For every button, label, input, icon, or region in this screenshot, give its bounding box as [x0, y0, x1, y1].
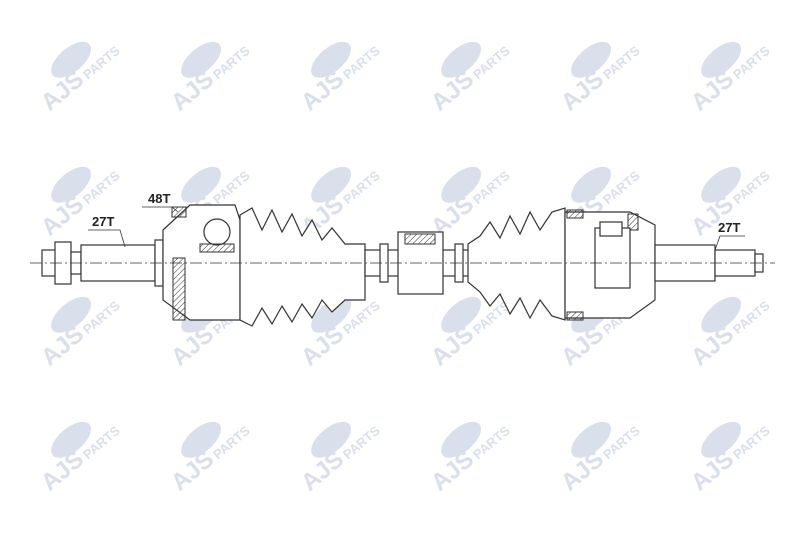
inner-boot [467, 207, 566, 321]
svg-text:AJS: AJS [36, 321, 89, 372]
callout-right-spline: 27T [714, 220, 745, 251]
svg-text:AJS: AJS [166, 446, 219, 497]
svg-text:AJS: AJS [556, 321, 609, 372]
label-abs-ring: 48T [148, 191, 170, 206]
svg-text:AJS: AJS [686, 446, 739, 497]
svg-text:AJS: AJS [36, 66, 89, 117]
svg-text:AJS: AJS [556, 446, 609, 497]
label-left-spline: 27T [92, 214, 114, 229]
outer-cv-joint [162, 204, 241, 321]
svg-text:AJS: AJS [166, 66, 219, 117]
label-right-spline: 27T [718, 220, 740, 235]
svg-text:AJS: AJS [296, 66, 349, 117]
svg-text:AJS: AJS [296, 321, 349, 372]
svg-text:AJS: AJS [686, 321, 739, 372]
svg-text:AJS: AJS [426, 446, 479, 497]
svg-text:AJS: AJS [426, 66, 479, 117]
svg-text:AJS: AJS [166, 321, 219, 372]
callout-left-spline: 27T [88, 214, 126, 248]
svg-text:AJS: AJS [426, 321, 479, 372]
svg-text:AJS: AJS [36, 446, 89, 497]
svg-text:AJS: AJS [36, 191, 89, 242]
inner-tripod-joint [564, 209, 656, 321]
outer-boot [239, 207, 366, 327]
svg-text:AJS: AJS [556, 66, 609, 117]
callout-abs-ring: 48T [142, 191, 179, 213]
svg-text:AJS: AJS [296, 446, 349, 497]
abs-ring [172, 257, 186, 321]
svg-text:AJS: AJS [686, 66, 739, 117]
